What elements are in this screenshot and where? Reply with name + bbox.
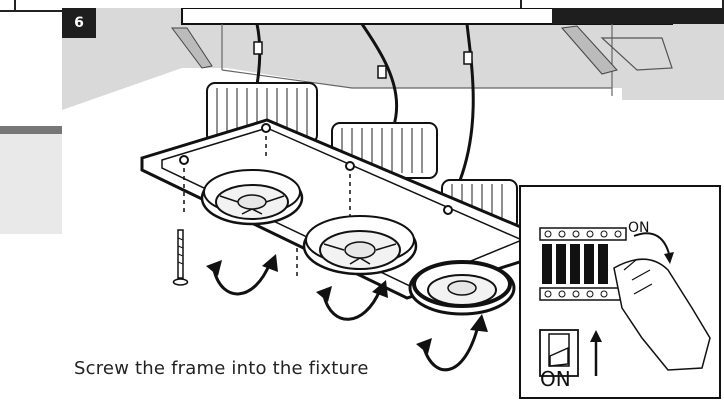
breaker-on-arrow-head	[664, 252, 674, 264]
ceiling-shade	[62, 8, 724, 110]
cable-connector-2	[377, 65, 387, 79]
rotate-arrow-3	[422, 325, 480, 372]
bracket-clip-right	[600, 37, 673, 71]
frame-screw-hole-3	[345, 161, 355, 171]
switch-on-label: ON	[540, 367, 571, 391]
breaker-panel	[539, 227, 627, 301]
downlight-2	[302, 215, 418, 276]
mounting-bracket-left	[171, 27, 213, 69]
ceiling-dark-strip	[552, 8, 724, 24]
rotate-arrows	[212, 262, 480, 372]
frame-screw-hole-1	[179, 155, 189, 165]
cable-3	[455, 23, 475, 189]
mounting-bracket-right	[561, 25, 618, 75]
rotate-arrow-2	[322, 289, 382, 321]
hand-fingers	[623, 259, 653, 295]
illustration	[62, 8, 724, 399]
frame-screw-hole-4	[443, 205, 453, 215]
downlight-3	[408, 260, 516, 316]
adjacent-page-tick	[14, 0, 16, 10]
screw-icon	[172, 229, 189, 286]
adjacent-page-gray-block	[0, 134, 62, 234]
adjacent-page-dark-band	[0, 126, 62, 134]
switch-up-arrow-head	[590, 330, 602, 342]
downlight-1	[200, 169, 304, 226]
rotate-arrow-heads	[206, 254, 488, 354]
breaker-on-label: ON	[628, 220, 650, 236]
adjacent-page-top-strip	[0, 0, 62, 12]
rotate-arrow-1	[212, 262, 272, 296]
adjacent-page-margin	[0, 0, 62, 409]
cable-connector-3	[463, 51, 473, 65]
alignment-guides	[183, 136, 351, 278]
light-switch-icon	[539, 329, 579, 377]
instruction-caption: Screw the frame into the fixture	[74, 358, 369, 379]
cable-connector-1	[253, 41, 263, 55]
hand-icon	[613, 258, 711, 371]
ceiling-cutout-lines	[221, 24, 613, 96]
installation-figure: 6	[62, 8, 724, 409]
step-number-badge: 6	[62, 8, 96, 38]
frame-screw-hole-2	[261, 123, 271, 133]
